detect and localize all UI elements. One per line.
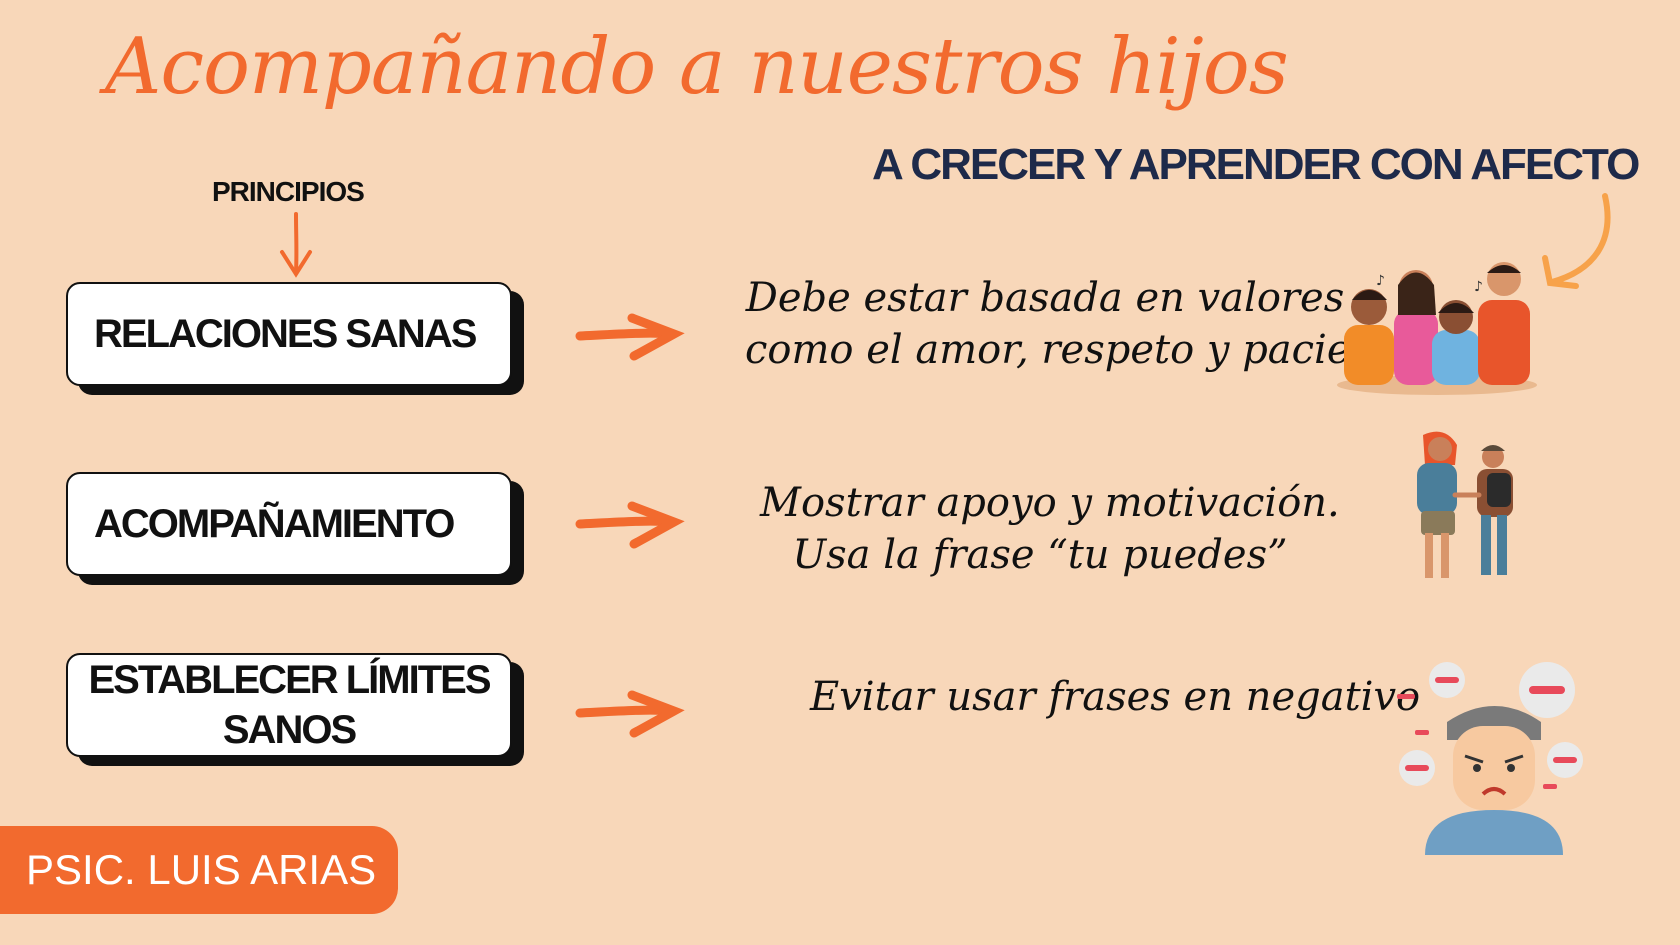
principle-description-2: Mostrar apoyo y motivación. Usa la frase… bbox=[760, 477, 1340, 581]
description-line: Mostrar apoyo y motivación. bbox=[760, 480, 1340, 526]
arrow-right-icon bbox=[575, 690, 685, 738]
family-singing-illustration: ♪ ♪ bbox=[1337, 262, 1537, 395]
description-line: Debe estar basada en valores bbox=[745, 275, 1345, 321]
principle-box-establecer-limites: ESTABLECER LÍMITES SANOS bbox=[66, 653, 512, 757]
principle-box-relaciones-sanas: RELACIONES SANAS bbox=[66, 282, 512, 386]
svg-text:♪: ♪ bbox=[1474, 279, 1483, 295]
slide-subtitle: A CRECER Y APRENDER CON AFECTO bbox=[872, 140, 1640, 189]
description-line: Usa la frase “tu puedes” bbox=[792, 532, 1288, 578]
principle-label: ACOMPAÑAMIENTO bbox=[94, 502, 455, 546]
author-footer: PSIC. LUIS ARIAS bbox=[0, 826, 398, 914]
walking-couple-illustration bbox=[1417, 431, 1513, 578]
frustrated-person-illustration bbox=[1397, 662, 1583, 855]
principle-label-line1: ESTABLECER LÍMITES bbox=[88, 658, 491, 702]
principle-label-line2: SANOS bbox=[222, 708, 357, 752]
description-line: Evitar usar frases en negativo bbox=[810, 674, 1421, 720]
curved-arrow-icon bbox=[1542, 193, 1611, 289]
principles-label: PRINCIPIOS bbox=[212, 176, 365, 207]
svg-text:♪: ♪ bbox=[1376, 273, 1385, 289]
principle-box-acompanamiento: ACOMPAÑAMIENTO bbox=[66, 472, 512, 576]
principle-description-1: Debe estar basada en valores como el amo… bbox=[745, 272, 1449, 376]
arrow-right-icon bbox=[575, 501, 685, 549]
slide-title: Acompañando a nuestros hijos bbox=[105, 22, 1289, 112]
description-line: como el amor, respeto y paciencia. bbox=[745, 327, 1449, 373]
principle-label: RELACIONES SANAS bbox=[94, 312, 477, 356]
arrow-right-icon bbox=[575, 313, 685, 361]
principle-description-3: Evitar usar frases en negativo bbox=[810, 671, 1421, 723]
arrow-down-icon bbox=[280, 212, 312, 278]
